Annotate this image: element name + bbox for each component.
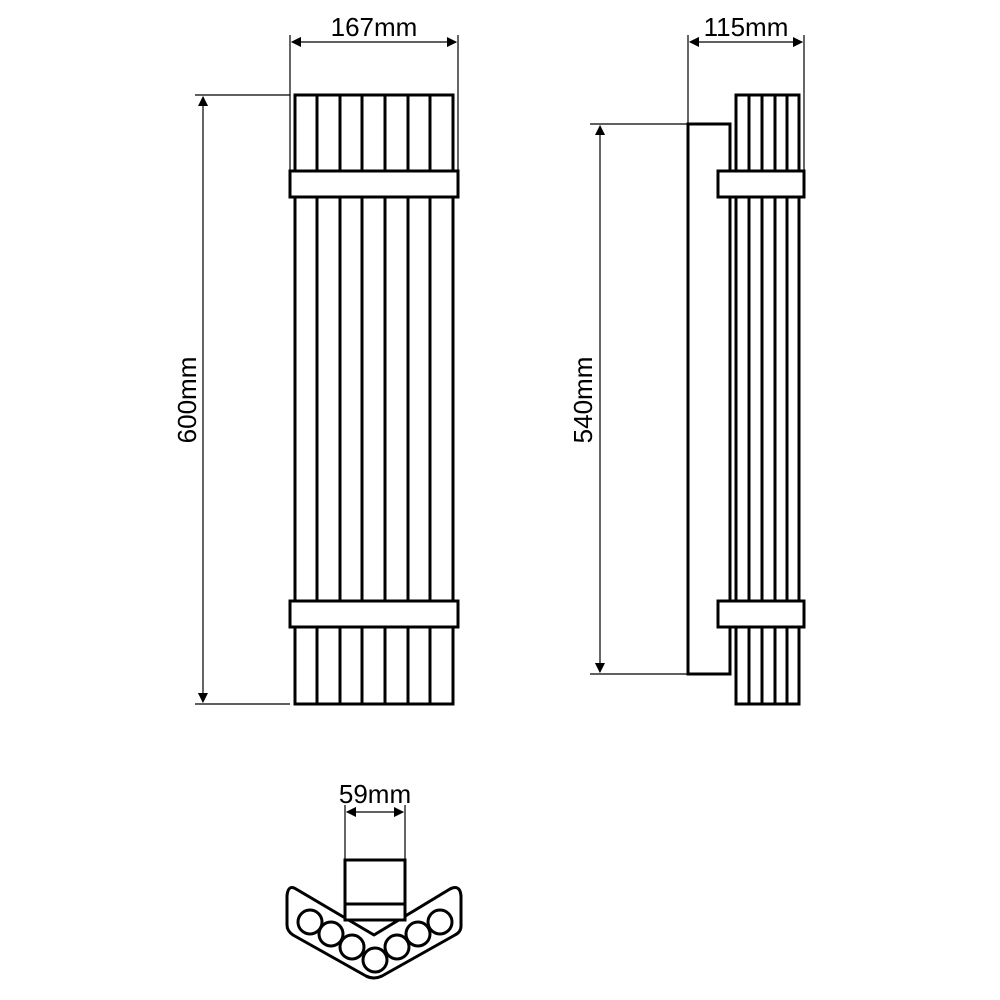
front-view: [288, 93, 460, 706]
tube-section-circle: [404, 920, 432, 948]
wall-mount-block: [343, 858, 407, 922]
tube-section-circle: [317, 920, 345, 948]
tube-section-circle: [361, 946, 389, 974]
side-depth-dimension: 115mm: [687, 12, 805, 171]
tube-section-circle: [426, 908, 454, 936]
side-bottom-band: [716, 599, 806, 629]
chevron-body: [285, 886, 463, 980]
tube-section-circle: [383, 933, 411, 961]
front-bottom-band: [288, 599, 460, 629]
bottom-width-dimension: 59mm: [339, 779, 411, 860]
wall-backplate: [686, 122, 732, 676]
front-height-dimension: 600mm: [172, 94, 290, 705]
front-width-dimension: 167mm: [289, 12, 459, 171]
side-height-label: 540mm: [568, 357, 598, 444]
bottom-width-label: 59mm: [339, 779, 411, 809]
tube-section-circle: [338, 933, 366, 961]
front-height-label: 600mm: [172, 357, 202, 444]
front-width-label: 167mm: [331, 12, 418, 42]
side-top-band: [716, 169, 806, 199]
side-height-dimension: 540mm: [568, 123, 688, 675]
front-top-band: [288, 169, 460, 199]
bottom-view: [285, 858, 463, 980]
tube-section-circle: [296, 908, 324, 936]
side-depth-label: 115mm: [704, 12, 789, 42]
side-view: [686, 93, 806, 706]
tube-cross-sections: [296, 908, 454, 974]
